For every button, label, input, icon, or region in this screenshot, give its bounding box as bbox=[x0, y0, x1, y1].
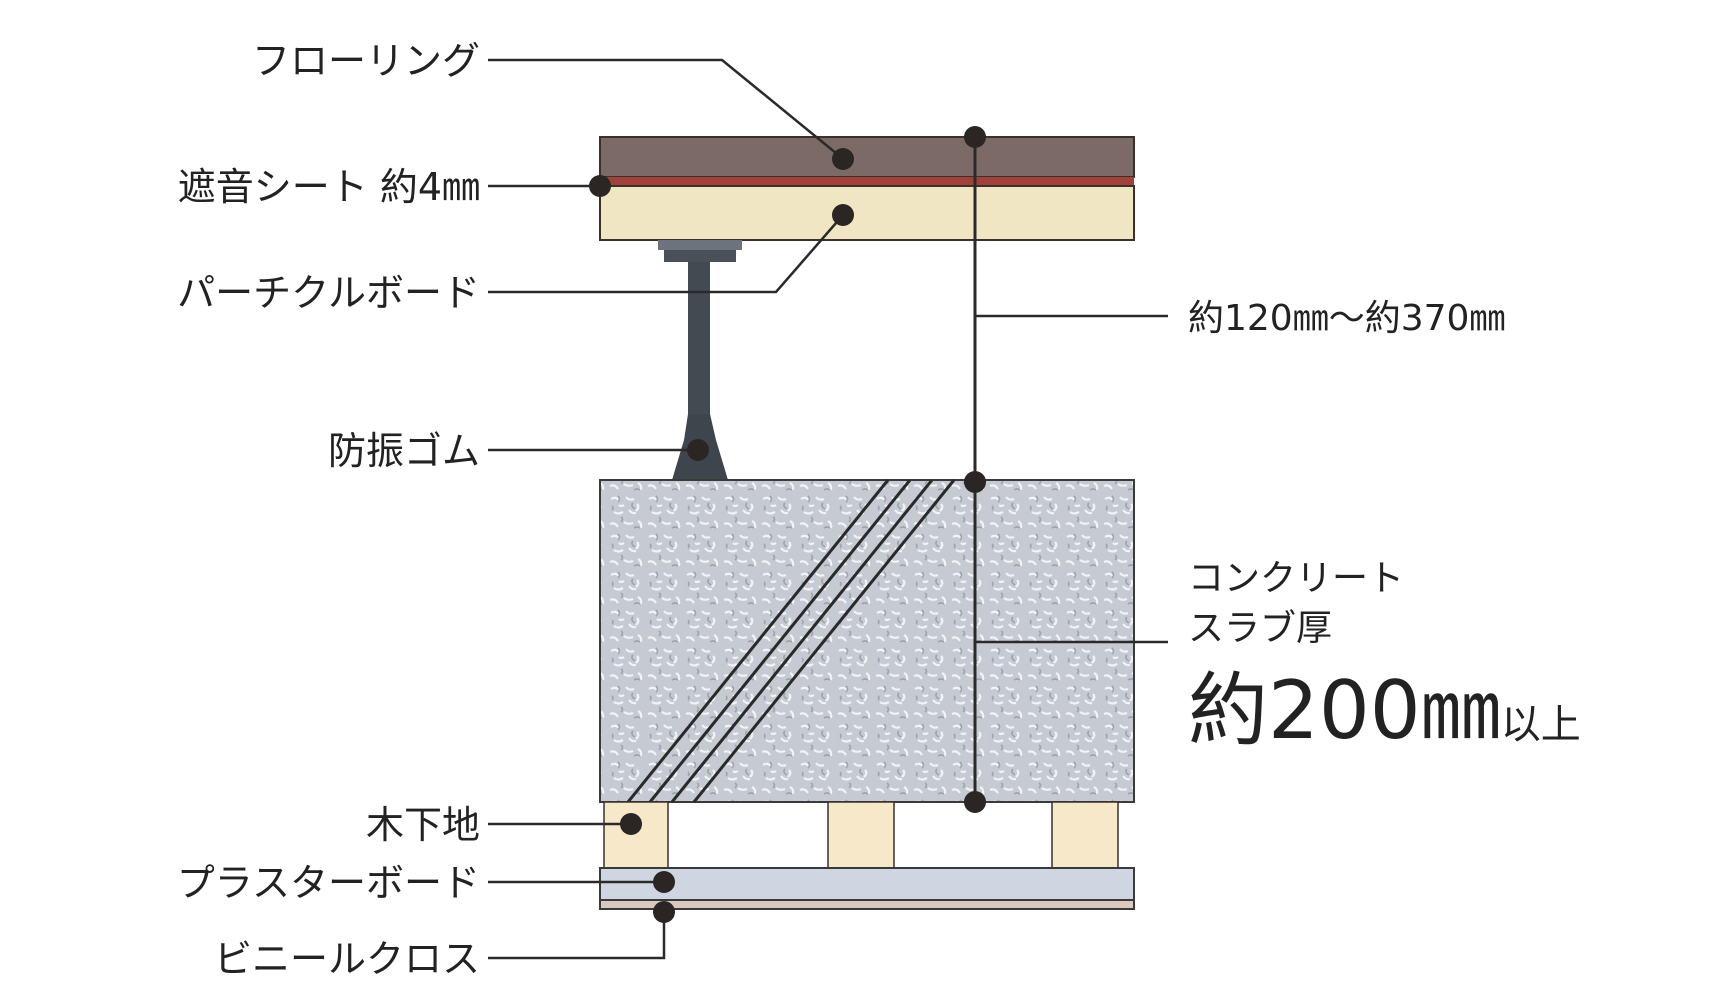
dot-plaster-board bbox=[653, 871, 675, 893]
dot-slab-bottom bbox=[964, 791, 986, 813]
vinyl-cloth-layer bbox=[599, 899, 1135, 910]
dot-wood-base bbox=[620, 813, 642, 835]
label-particle-board: パーチクルボード bbox=[177, 271, 480, 315]
slab-rebar-lines bbox=[626, 479, 956, 803]
label-rubber: 防振ゴム bbox=[328, 429, 480, 473]
label-plaster-board: プラスターボード bbox=[177, 861, 480, 905]
dot-flooring bbox=[832, 148, 854, 170]
label-sound-sheet: 遮音シート 約4㎜ bbox=[178, 165, 480, 209]
marker-dots bbox=[589, 126, 986, 923]
label-flooring: フローリング bbox=[252, 39, 480, 83]
dot-height-top bbox=[964, 126, 986, 148]
label-height-range: 約120㎜〜約370㎜ bbox=[1188, 298, 1505, 339]
label-slab-line2: スラブ厚 bbox=[1188, 608, 1332, 649]
leader-lines bbox=[488, 58, 1168, 960]
label-vinyl-cloth: ビニールクロス bbox=[214, 937, 480, 981]
label-slab-suffix: 以上 bbox=[1501, 702, 1581, 748]
label-slab-value-group: 約200㎜以上 bbox=[1188, 664, 1581, 757]
sound-sheet-layer bbox=[600, 177, 1134, 186]
label-slab-value: 約200㎜ bbox=[1188, 664, 1501, 757]
dot-slab-top bbox=[964, 471, 986, 493]
dot-vinyl-cloth bbox=[653, 901, 675, 923]
label-wood-base: 木下地 bbox=[366, 803, 480, 847]
dot-particle-board bbox=[832, 204, 854, 226]
particle-board-layer bbox=[599, 185, 1135, 241]
label-slab-line1: コンクリート bbox=[1188, 558, 1404, 599]
plaster-board-layer bbox=[599, 867, 1135, 901]
flooring-layer bbox=[599, 136, 1135, 178]
wood-joist bbox=[603, 801, 669, 869]
dot-sound-sheet bbox=[589, 175, 611, 197]
wood-joist bbox=[827, 801, 895, 869]
wood-joist bbox=[1051, 801, 1119, 869]
dot-rubber bbox=[687, 439, 709, 461]
